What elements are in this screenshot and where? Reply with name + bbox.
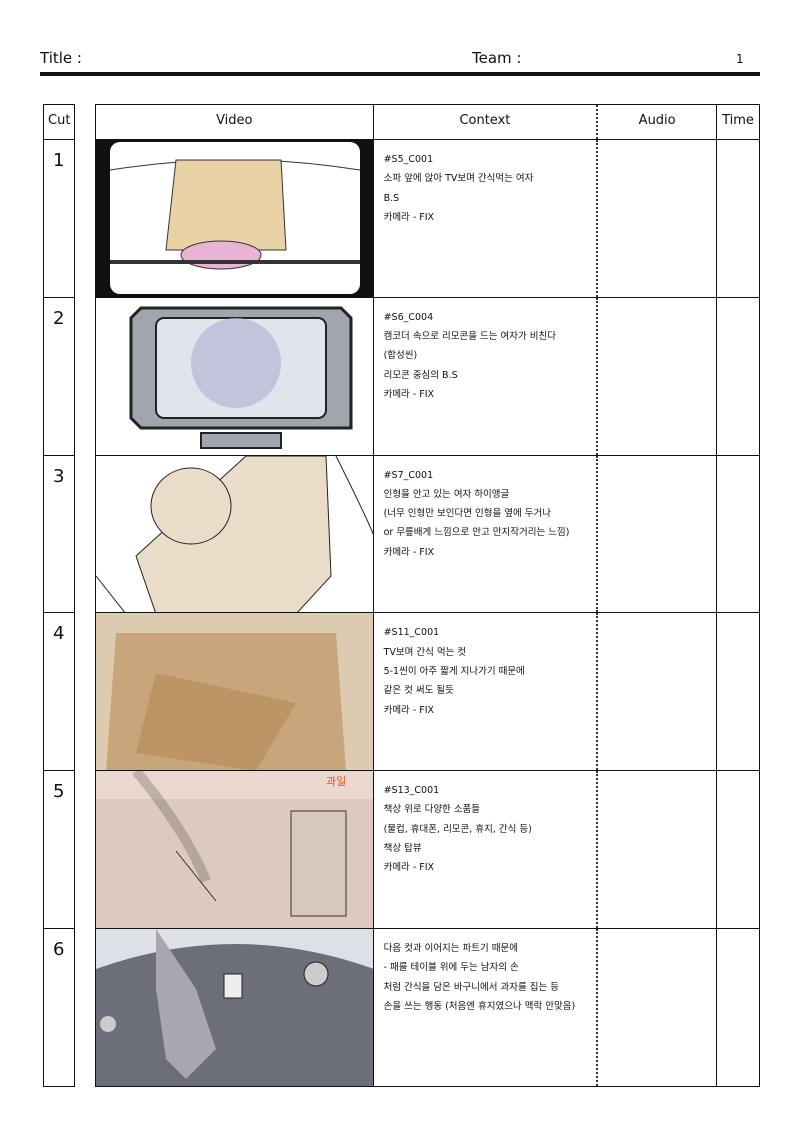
video-frame (96, 928, 374, 1086)
context-line: 리모콘 중심의 B.S (383, 369, 458, 381)
context-cell: #S7_C001 인형을 안고 있는 여자 하이앵글 (너무 인형만 보인다면 인형… (374, 455, 599, 613)
context-line: 처럼 간식을 담은 바구니에서 과자를 집는 등 (383, 981, 560, 993)
time-cell (717, 613, 759, 770)
video-header: Video (96, 105, 374, 139)
context-line: TV보며 간식 먹는 컷 (383, 646, 467, 658)
context-line: 다음 컷과 이어지는 파트기 때문에 (383, 942, 519, 954)
context-cell: #S6_C004 캠코더 속으로 리모콘을 드는 여자가 비친다 (합성씬) 리모콘 … (374, 297, 599, 455)
team-label: Team : (472, 49, 522, 67)
time-header: Time (722, 113, 754, 128)
context-cell: #S5_C001 소파 앞에 앉아 TV보며 간식먹는 여자 B.S 카메라 - FI… (374, 140, 599, 297)
cut-number: 4 (44, 612, 74, 770)
storyboard-table: Video Context Audio Time #S5_C001 소파 앞에 앉… (95, 104, 760, 1087)
audio-cell (598, 613, 718, 771)
context-line: 책상 탑뷰 (383, 843, 422, 855)
table-row: #S5_C001 소파 앞에 앉아 TV보며 간식먹는 여자 B.S 카메라 - FI… (96, 139, 759, 297)
video-frame (96, 455, 374, 613)
audio-cell (598, 140, 718, 297)
storyboard-sketch (96, 140, 373, 297)
table-row: #S7_C001 인형을 안고 있는 여자 하이앵글 (너무 인형만 보인다면 인형… (96, 454, 759, 613)
context-cell: #S13_C001 책상 위로 다양한 소품들 (물컵, 휴대폰, 리모콘, 휴지,… (374, 771, 599, 928)
cut-header: Cut (48, 113, 71, 128)
context-line: 인형을 안고 있는 여자 하이앵글 (383, 488, 510, 500)
context-line: 카메라 - FIX (383, 388, 435, 400)
storyboard-sketch (96, 771, 373, 928)
cut-number: 5 (44, 770, 74, 928)
audio-cell (598, 928, 718, 1086)
table-row: 과일 #S13_C001 책상 위로 다양한 소품들 (물컵, 휴대폰, 리모콘, … (96, 770, 759, 928)
context-line: #S7_C001 (383, 469, 434, 481)
time-cell (717, 929, 759, 1086)
context-line: (합성씬) (383, 350, 418, 362)
annotation: 과일 (326, 775, 347, 789)
cut-number: 6 (44, 927, 74, 1086)
table-header: Video Context Audio Time (96, 105, 759, 139)
cut-number: 1 (44, 139, 74, 297)
video-frame (96, 613, 374, 771)
cut-number: 2 (44, 296, 74, 455)
context-line: #S6_C004 (383, 311, 434, 323)
context-line: B.S (383, 192, 400, 204)
audio-header: Audio (598, 105, 718, 139)
context-line: #S5_C001 (383, 154, 434, 165)
cut-column: Cut 1 2 3 4 5 6 (43, 104, 75, 1087)
context-line: or 무릎배게 느낌으로 안고 만지작거리는 느낌) (383, 527, 570, 539)
context-line: 카메라 - FIX (383, 546, 435, 558)
context-line: 카메라 - FIX (383, 211, 435, 223)
cut-number: 3 (44, 454, 74, 613)
audio-cell (598, 771, 718, 928)
context-line: 5-1씬이 아주 짧게 지나가기 때문에 (383, 665, 525, 677)
title-label: Title : (40, 49, 82, 67)
video-frame (96, 297, 374, 455)
table-row: #S6_C004 캠코더 속으로 리모콘을 드는 여자가 비친다 (합성씬) 리모콘 … (96, 296, 759, 455)
context-line: #S11_C001 (383, 627, 440, 639)
context-line: 소파 앞에 앉아 TV보며 간식먹는 여자 (383, 173, 534, 185)
context-line: (물컵, 휴대폰, 리모콘, 휴지, 간식 등) (383, 823, 532, 835)
context-line: 카메라 - FIX (383, 862, 435, 874)
context-line: 손을 쓰는 행동 (처음엔 휴지였으나 맥락 안맞음) (383, 1000, 576, 1012)
audio-cell (598, 297, 718, 455)
storyboard-sketch (96, 928, 373, 1086)
video-frame (96, 140, 374, 297)
header-rule (40, 72, 760, 76)
time-cell (717, 771, 759, 928)
storyboard-sketch (96, 298, 373, 455)
storyboard-sketch (96, 613, 373, 771)
time-cell (717, 456, 759, 613)
storyboard-sketch (96, 455, 373, 613)
time-cell (717, 140, 759, 297)
context-line: 책상 위로 다양한 소품들 (383, 804, 481, 816)
context-line: 같은 컷 써도 될듯 (383, 685, 454, 697)
context-line: - 패를 테이블 위에 두는 남자의 손 (383, 962, 519, 974)
context-line: #S13_C001 (383, 785, 440, 797)
context-line: 카메라 - FIX (383, 704, 435, 716)
audio-cell (598, 455, 718, 613)
page-number: 1 (736, 52, 744, 66)
context-line: 캠코더 속으로 리모콘을 드는 여자가 비친다 (383, 331, 556, 343)
video-frame: 과일 (96, 771, 374, 928)
time-cell (717, 298, 759, 455)
context-line: (너무 인형만 보인다면 인형을 옆에 두거나 (383, 508, 551, 520)
context-header: Context (374, 105, 599, 139)
